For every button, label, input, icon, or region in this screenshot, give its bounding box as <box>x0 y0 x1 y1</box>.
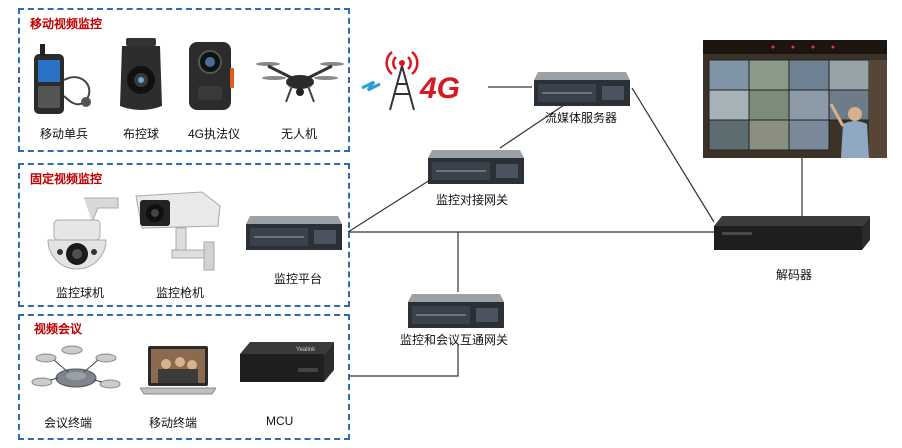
deploy-dome-camera-icon <box>120 38 162 110</box>
fixed-monitoring-group <box>18 163 350 307</box>
monitoring-platform-server-icon <box>246 216 342 250</box>
device-label-monitoring-platform: 监控平台 <box>274 272 323 286</box>
device-label-decoder: 解码器 <box>776 268 813 282</box>
link-streaming-gateway <box>499 100 571 149</box>
video-conference-title: 视频会议 <box>34 322 83 336</box>
4g-tower-icon <box>361 51 419 111</box>
device-label-streaming-server: 流媒体服务器 <box>545 111 618 125</box>
portable-unit-icon <box>34 44 91 114</box>
monitoring-gateway-icon <box>428 150 524 184</box>
device-label-monitoring-gateway: 监控对接网关 <box>436 193 509 207</box>
device-label-body-camera: 4G执法仪 <box>188 127 241 141</box>
device-label-mcu: MCU <box>266 414 294 428</box>
device-label-mobile-terminal: 移动终端 <box>149 416 198 430</box>
mcu-brand-text: Yealink <box>296 347 316 353</box>
fixed-monitoring-title: 固定视频监控 <box>30 172 103 186</box>
device-label-portable-unit: 移动单兵 <box>40 127 89 141</box>
drone-icon <box>256 62 344 103</box>
mcu-device-icon: Yealink <box>240 342 334 382</box>
link-interop-mcu <box>348 345 459 377</box>
device-label-speed-dome: 监控球机 <box>56 286 105 300</box>
mobile-monitoring-title: 移动视频监控 <box>30 17 103 31</box>
conference-terminal-icon <box>31 345 121 389</box>
device-label-conference-terminal: 会议终端 <box>44 416 93 430</box>
decoder-icon <box>714 216 870 250</box>
video-conference-group <box>18 314 350 440</box>
link-streaming-decoder <box>631 87 715 223</box>
device-label-deploy-dome: 布控球 <box>123 127 160 141</box>
bullet-camera-icon <box>135 191 221 271</box>
laptop-terminal-icon <box>140 346 216 395</box>
device-label-interop-gateway: 监控和会议互通网关 <box>400 333 509 347</box>
link-gateway-platform <box>347 179 431 233</box>
streaming-server-icon <box>534 72 630 106</box>
body-camera-icon <box>189 42 234 110</box>
interop-gateway-icon <box>408 294 504 328</box>
video-wall-photo <box>703 40 887 158</box>
4g-badge: 4G <box>420 72 461 105</box>
mobile-monitoring-group <box>18 8 350 152</box>
device-label-bullet-camera: 监控枪机 <box>156 286 205 300</box>
speed-dome-camera-icon <box>47 197 119 270</box>
device-label-drone: 无人机 <box>281 127 318 141</box>
